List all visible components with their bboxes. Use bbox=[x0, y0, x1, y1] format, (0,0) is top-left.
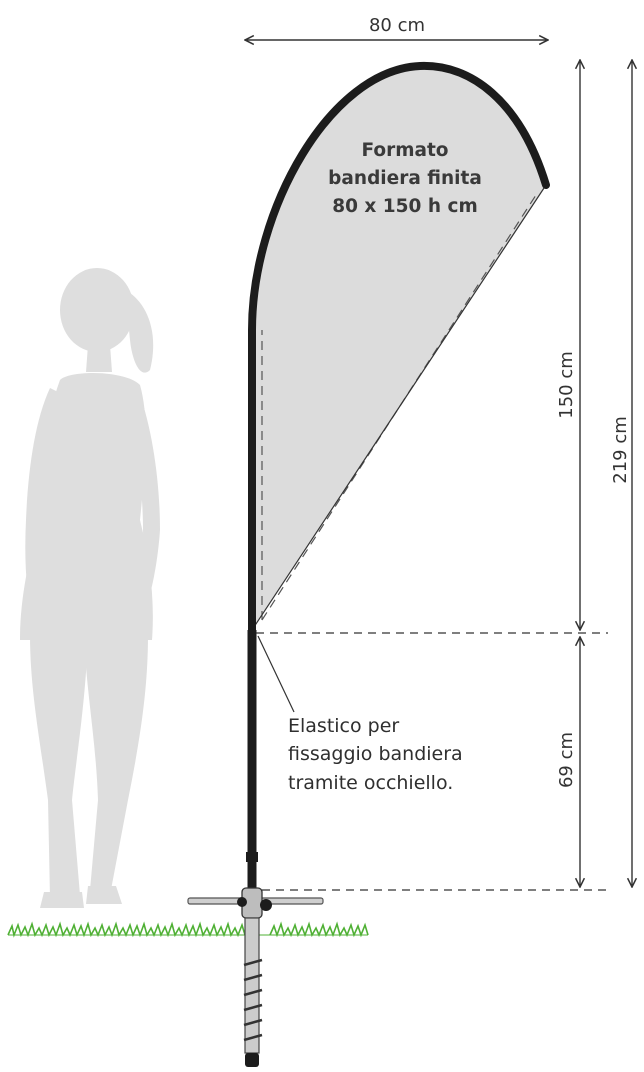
note-line2: fissaggio bandiera bbox=[288, 743, 463, 765]
note-line1: Elastico per bbox=[288, 715, 399, 737]
flag-height-label: 150 cm bbox=[556, 351, 577, 419]
flag-label-line3: 80 x 150 h cm bbox=[332, 196, 477, 217]
note-leader-line bbox=[257, 635, 295, 713]
elastic-note: Elastico per fissaggio bandiera tramite … bbox=[288, 715, 463, 794]
flag-fabric bbox=[252, 65, 546, 630]
flag-frame bbox=[248, 61, 550, 636]
flag-label-line1: Formato bbox=[361, 140, 448, 161]
total-height-dimension: 219 cm bbox=[610, 60, 632, 887]
note-line3: tramite occhiello. bbox=[288, 772, 453, 794]
flag-outer-edge bbox=[251, 184, 547, 631]
pole-height-label: 69 cm bbox=[556, 732, 577, 788]
grass bbox=[7, 921, 369, 938]
person-silhouette bbox=[20, 268, 160, 908]
width-dimension: 80 cm bbox=[245, 15, 548, 40]
flag-height-dimension: 150 cm bbox=[556, 60, 580, 630]
pole-joint bbox=[246, 852, 258, 862]
flag-label-line2: bandiera finita bbox=[328, 168, 482, 189]
total-height-label: 219 cm bbox=[610, 416, 631, 484]
pole-height-dimension: 69 cm bbox=[556, 637, 580, 887]
width-label: 80 cm bbox=[369, 15, 425, 36]
flag-format-label: Formato bandiera finita 80 x 150 h cm bbox=[328, 140, 482, 217]
flag-seam-dashed bbox=[261, 194, 537, 621]
ground-spike bbox=[187, 887, 324, 1067]
